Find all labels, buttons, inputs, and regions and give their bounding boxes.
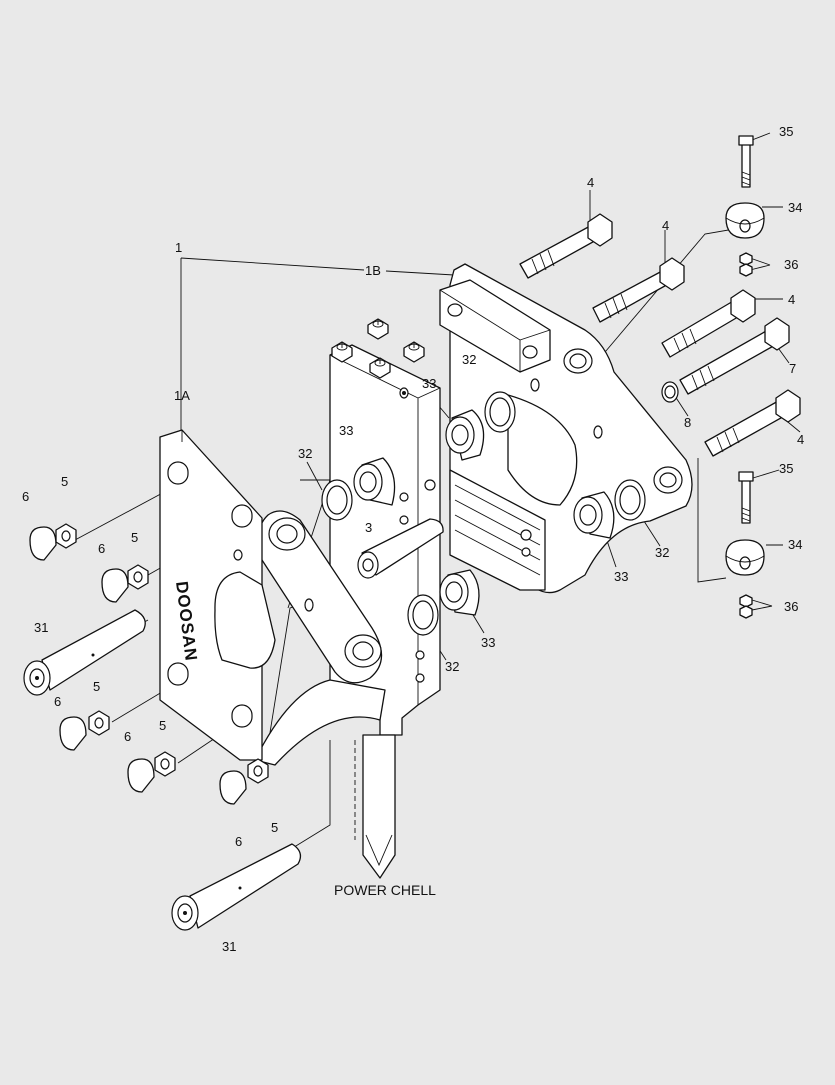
callout-32d: 32: [445, 659, 459, 674]
nuts-5: [55, 523, 269, 784]
callout-6d: 6: [124, 729, 131, 744]
callout-32a: 32: [462, 352, 476, 367]
callout-33b: 33: [339, 423, 353, 438]
callout-6e: 6: [235, 834, 242, 849]
bushing-33-a: [445, 409, 485, 461]
callout-1b: 1B: [365, 263, 381, 278]
callout-1a: 1A: [174, 388, 190, 403]
stopper-assembly-lower: [725, 471, 765, 619]
bushings-33: [353, 409, 615, 616]
callout-33c: 33: [614, 569, 628, 584]
connecting-link: [254, 510, 386, 766]
callout-33d: 33: [481, 635, 495, 650]
bushing-33-b: [353, 457, 396, 506]
callout-6b: 6: [98, 541, 105, 556]
callout-31b: 31: [222, 939, 236, 954]
bolt-4-a: [519, 213, 613, 279]
callout-35a: 35: [779, 124, 793, 139]
callout-33a: 33: [422, 376, 436, 391]
callout-labels: 1 1B 1A 3 4 4 4 4 5 5 5 5 5 6 6 6 6 6 7 …: [22, 124, 804, 954]
callout-5b: 5: [131, 530, 138, 545]
callout-34a: 34: [788, 200, 802, 215]
callout-5d: 5: [159, 718, 166, 733]
rings-32: [321, 391, 646, 636]
callout-35b: 35: [779, 461, 793, 476]
callout-3: 3: [365, 520, 372, 535]
callout-6a: 6: [22, 489, 29, 504]
stopper-assembly-upper: [725, 135, 765, 277]
bushing-33-d: [439, 569, 480, 616]
pin-31-upper: [23, 609, 146, 696]
callout-6c: 6: [54, 694, 61, 709]
callout-5a: 5: [61, 474, 68, 489]
bolt-7: [679, 317, 790, 395]
cap-nuts-6: [29, 526, 247, 805]
callout-31a: 31: [34, 620, 48, 635]
callout-4d: 4: [797, 432, 804, 447]
callout-4c: 4: [788, 292, 795, 307]
bolt-4-d: [704, 389, 801, 457]
callout-8: 8: [684, 415, 691, 430]
side-plate-1a: DOOSAN: [159, 429, 276, 761]
washer-8: [661, 381, 679, 403]
callout-5e: 5: [271, 820, 278, 835]
callout-32b: 32: [298, 446, 312, 461]
pin-3: [357, 518, 444, 579]
callout-7: 7: [789, 361, 796, 376]
diagram-caption: POWER CHELL: [334, 882, 436, 898]
callout-4b: 4: [662, 218, 669, 233]
bushing-33-c: [573, 491, 615, 539]
callout-5c: 5: [93, 679, 100, 694]
callout-36a: 36: [784, 257, 798, 272]
callout-34b: 34: [788, 537, 802, 552]
pin-31-lower: [171, 843, 302, 931]
callout-4a: 4: [587, 175, 594, 190]
bolts-4: [519, 213, 801, 457]
callout-1: 1: [175, 240, 182, 255]
bolt-4-b: [592, 257, 685, 323]
bolt-4-c: [661, 289, 756, 358]
callout-32c: 32: [655, 545, 669, 560]
callout-36b: 36: [784, 599, 798, 614]
